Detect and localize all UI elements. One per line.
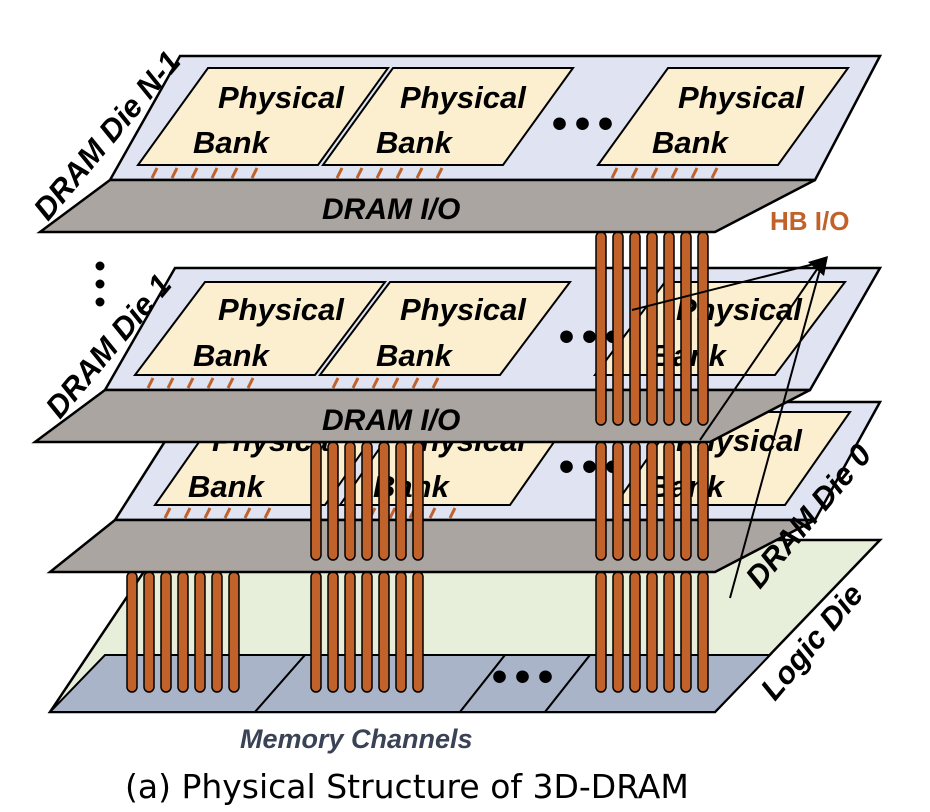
upper-tsv-6 (680, 231, 692, 426)
lower-c-tsv-5 (663, 571, 675, 693)
dram-die-n-1: Physical Bank Physical Bank Physical Ban… (36, 54, 883, 234)
memory-channels-label: Memory Channels (240, 724, 473, 754)
upper-tsv-1 (595, 231, 607, 426)
hb-arrow-2 (699, 261, 823, 441)
lower-b-tsv-6 (395, 571, 407, 693)
upper-tsv-2 (612, 231, 624, 426)
lower-a-tsv-1 (126, 571, 138, 693)
middle-b-tsv-2 (612, 441, 624, 561)
die-1-bank-2-shape (317, 281, 573, 376)
lower-b-tsv-1 (310, 571, 322, 693)
middle-b-tsv-6 (680, 441, 692, 561)
lower-c-tsv-1 (595, 571, 607, 693)
lower-b-tsv-5 (378, 571, 390, 693)
middle-a-tsv-1 (310, 441, 322, 561)
die-n-1-bank-1-shape (136, 67, 390, 166)
tsv-group-upper (595, 231, 709, 426)
die-n-1-bank-2-label-bottom: Bank (376, 125, 454, 160)
die-n-1-bank-2-shape (321, 67, 575, 166)
lower-b-tsv-4 (361, 571, 373, 693)
lower-c-tsv-2 (612, 571, 624, 693)
die-n-1-bank-ellipsis: ••• (548, 105, 617, 146)
die-1-bank-2-label-top: Physical (400, 292, 527, 327)
die-n-1-bank-1-label-bottom: Bank (193, 125, 271, 160)
die-n-1-bank-3-label-top: Physical (678, 80, 805, 115)
lower-a-tsv-4 (177, 571, 189, 693)
middle-b-tsv-1 (595, 441, 607, 561)
lower-c-tsv-3 (629, 571, 641, 693)
lower-b-tsv-3 (344, 571, 356, 693)
middle-a-tsv-2 (327, 441, 339, 561)
middle-a-tsv-3 (344, 441, 356, 561)
middle-a-tsv-4 (361, 441, 373, 561)
hb-arrow-head (808, 256, 828, 276)
lower-a-tsv-3 (160, 571, 172, 693)
die-0-bank-1-label-bottom: Bank (188, 469, 266, 504)
upper-tsv-3 (629, 231, 641, 426)
die-n-1-bank-2: Physical Bank (321, 67, 575, 166)
middle-b-tsv-4 (646, 441, 658, 561)
hb-io-label: HB I/O (770, 206, 849, 236)
lower-c-tsv-4 (646, 571, 658, 693)
die-1-bank-2: Physical Bank (317, 281, 573, 376)
channel-ellipsis: ••• (488, 658, 557, 699)
lower-a-tsv-7 (228, 571, 240, 693)
lower-b-tsv-7 (412, 571, 424, 693)
middle-b-tsv-7 (697, 441, 709, 561)
lower-b-tsv-2 (327, 571, 339, 693)
die-n-1-bank-connectors (150, 167, 719, 179)
hb-arrow-1 (729, 261, 823, 599)
upper-tsv-4 (646, 231, 658, 426)
middle-a-tsv-5 (378, 441, 390, 561)
hb-arrow-3 (631, 261, 823, 311)
lower-a-tsv-5 (194, 571, 206, 693)
upper-tsv-7 (697, 231, 709, 426)
lower-a-tsv-6 (211, 571, 223, 693)
tsv-group-lower (126, 571, 709, 693)
die-1-bank-1: Physical Bank (132, 281, 388, 376)
die-n-1-io-label: DRAM I/O (322, 193, 460, 226)
lower-a-tsv-2 (143, 571, 155, 693)
lower-c-tsv-7 (697, 571, 709, 693)
memory-channel-strip (47, 654, 773, 713)
die-n-1-bank-3: Physical Bank (596, 67, 850, 166)
vertical-ellipsis (95, 261, 105, 307)
die-n-1-io-bar (36, 178, 816, 234)
die-1-bank-1-label-bottom: Bank (193, 338, 271, 373)
die-n-1-bank-1-label-top: Physical (218, 80, 345, 115)
die-1-bank-1-shape (132, 281, 388, 376)
die-1-bank-connectors (146, 377, 440, 389)
die-1-bank-1-label-top: Physical (218, 292, 345, 327)
lower-c-tsv-6 (680, 571, 692, 693)
hb-io-arrows (631, 261, 823, 599)
tsv-group-middle (310, 441, 709, 561)
die-1-io-label: DRAM I/O (322, 404, 460, 437)
die-n-1-bank-3-label-bottom: Bank (652, 125, 730, 160)
middle-a-tsv-7 (412, 441, 424, 561)
middle-b-tsv-5 (663, 441, 675, 561)
die-1-bank-3-label-top: Physical (676, 292, 803, 327)
figure-caption: (a) Physical Structure of 3D-DRAM (125, 767, 689, 806)
die-1-bank-2-label-bottom: Bank (376, 338, 454, 373)
die-n-1-bank-2-label-top: Physical (400, 80, 527, 115)
middle-a-tsv-6 (395, 441, 407, 561)
die-n-1-bank-1: Physical Bank (136, 67, 390, 166)
die-n-1-bank-3-shape (596, 67, 850, 166)
middle-b-tsv-3 (629, 441, 641, 561)
upper-tsv-5 (663, 231, 675, 426)
